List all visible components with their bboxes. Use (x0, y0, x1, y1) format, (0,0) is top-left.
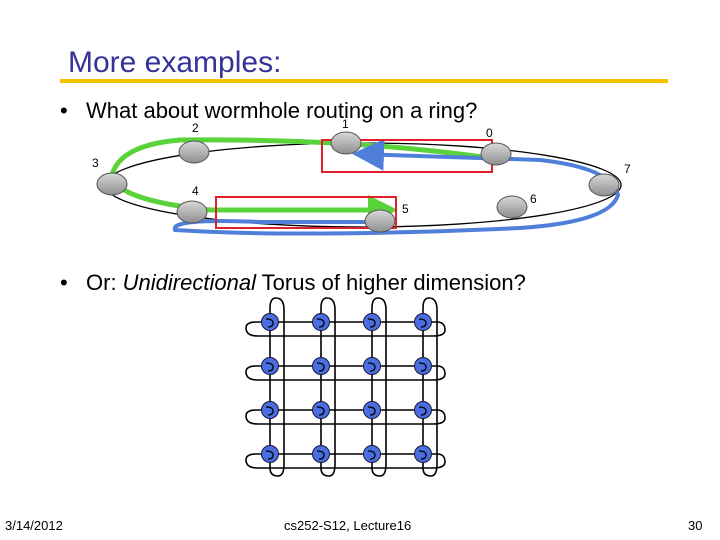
torus-node (261, 357, 279, 375)
ring-label-7: 7 (624, 162, 631, 176)
torus-row-wire (245, 365, 446, 381)
torus-node (363, 357, 381, 375)
slide-title: More examples: (68, 46, 282, 79)
torus-node-link (418, 318, 427, 328)
torus-node (312, 445, 330, 463)
torus-node-link (316, 406, 325, 416)
torus-row-wire (245, 409, 446, 425)
torus-node (261, 445, 279, 463)
torus-row-wire (245, 321, 446, 337)
footer-page-number: 30 (688, 518, 703, 533)
torus-node-link (316, 318, 325, 328)
torus-node (312, 357, 330, 375)
ring-diagram: 0 1 2 3 4 5 6 7 (92, 117, 631, 236)
torus-node-link (367, 318, 376, 328)
torus-diagram (245, 297, 446, 477)
torus-row-wire (245, 453, 446, 469)
torus-node-link (265, 450, 274, 460)
torus-node-link (316, 450, 325, 460)
ring-label-2: 2 (192, 121, 199, 135)
ring-node-5 (364, 209, 396, 233)
torus-node (414, 401, 432, 419)
torus-node-link (367, 406, 376, 416)
red-box-bottom (215, 196, 397, 229)
ring-node-0 (480, 142, 512, 166)
torus-node (363, 401, 381, 419)
bullet-torus-emphasis: Unidirectional (122, 270, 256, 295)
ring-node-3 (96, 172, 128, 196)
ring-label-1: 1 (342, 117, 349, 131)
ring-label-3: 3 (92, 156, 99, 170)
bullet-dot: • (60, 98, 68, 123)
footer-course: cs252-S12, Lecture16 (284, 518, 412, 533)
torus-node-link (367, 450, 376, 460)
title-underline (60, 79, 668, 83)
ring-label-5: 5 (402, 202, 409, 216)
torus-node-link (265, 406, 274, 416)
torus-node-link (367, 362, 376, 372)
bullet-torus-prefix: Or: (86, 270, 123, 295)
torus-node (312, 313, 330, 331)
ring-label-4: 4 (192, 184, 199, 198)
torus-node (363, 445, 381, 463)
torus-col-wire (422, 297, 438, 477)
torus-col-wire (371, 297, 387, 477)
torus-node (312, 401, 330, 419)
torus-node (414, 357, 432, 375)
ring-node-4 (176, 200, 208, 224)
ring-label-6: 6 (530, 192, 537, 206)
ring-node-7 (588, 173, 620, 197)
torus-node-link (418, 450, 427, 460)
torus-col-wire (269, 297, 285, 477)
bullet-ring-text: What about wormhole routing on a ring? (86, 98, 478, 123)
bullet-torus-suffix: Torus of higher dimension? (255, 270, 526, 295)
torus-node-link (316, 362, 325, 372)
bullet-torus-question: • Or: Unidirectional Torus of higher dime… (60, 270, 526, 296)
torus-node-link (418, 362, 427, 372)
torus-node-link (265, 362, 274, 372)
torus-node (261, 401, 279, 419)
footer-date: 3/14/2012 (5, 518, 63, 533)
torus-col-wire (320, 297, 336, 477)
bullet-dot: • (60, 270, 68, 295)
torus-node (414, 445, 432, 463)
bullet-ring-question: • What about wormhole routing on a ring? (60, 98, 477, 124)
green-worm-path (109, 137, 491, 225)
torus-node (363, 313, 381, 331)
ring-node-2 (178, 140, 210, 164)
ring-node-6 (496, 195, 528, 219)
torus-node (261, 313, 279, 331)
torus-node-link (265, 318, 274, 328)
ring-node-1 (330, 131, 362, 155)
torus-node-link (418, 406, 427, 416)
torus-node (414, 313, 432, 331)
ring-label-0: 0 (486, 126, 493, 140)
